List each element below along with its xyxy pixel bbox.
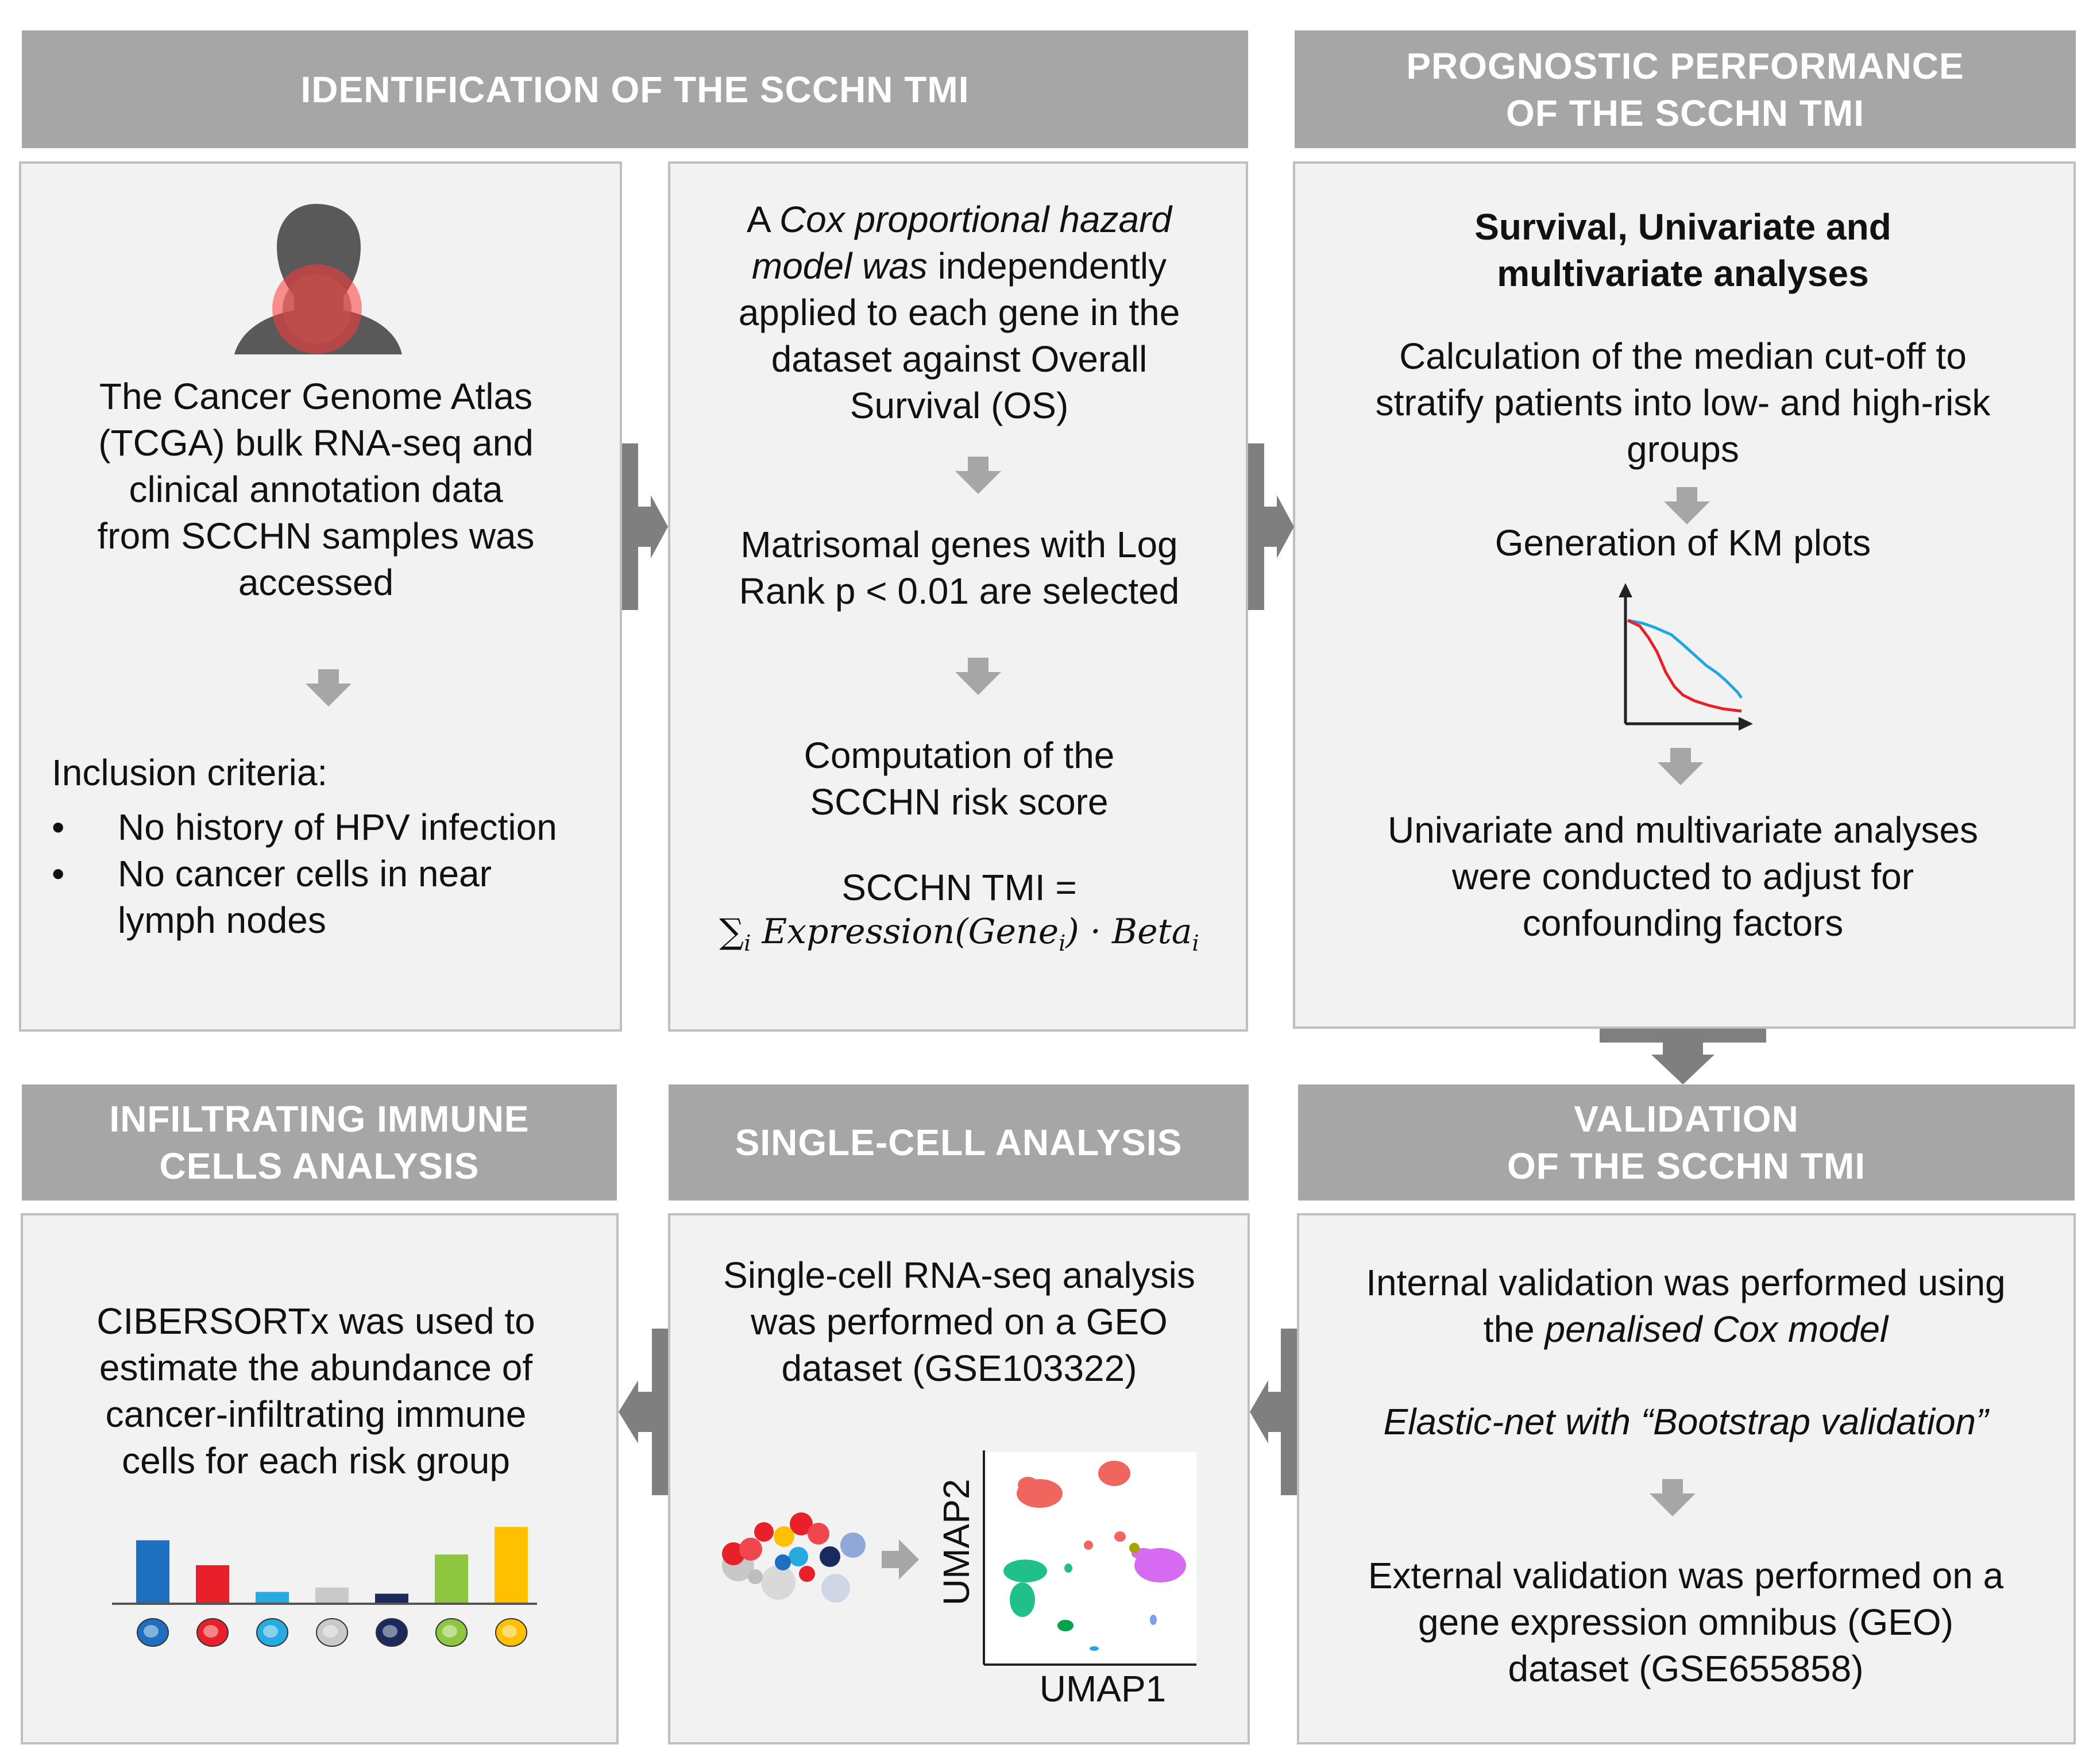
header-single-cell: SINGLE-CELL ANALYSIS xyxy=(669,1084,1249,1201)
single-cell-text: Single-cell RNA-seq analysis was perform… xyxy=(723,1255,1195,1389)
dendritic-cell-icon xyxy=(316,1618,348,1647)
box-validation xyxy=(1297,1213,2076,1744)
down-arrow-prog-1 xyxy=(1664,487,1710,524)
computation-text: Computation of the SCCHN risk score xyxy=(804,735,1115,823)
criteria-item-1: No history of HPV infection xyxy=(118,806,557,848)
formula-label: SCCHN TMI = xyxy=(841,867,1077,908)
tcga-text: The Cancer Genome Atlas (TCGA) bulk RNA-… xyxy=(97,376,535,603)
immune-bar xyxy=(196,1565,229,1603)
down-arrow-cox-2 xyxy=(955,658,1001,695)
immune-bar xyxy=(256,1592,289,1603)
b-cell-icon xyxy=(137,1618,169,1647)
selected-genes-text: Matrisomal genes with Log Rank p < 0.01 … xyxy=(739,524,1180,612)
criteria-title: Inclusion criteria: xyxy=(52,752,328,793)
prognostic-title: Survival, Univariate and multivariate an… xyxy=(1474,206,1891,294)
right-arrow-single xyxy=(882,1539,919,1580)
km-plot-icon xyxy=(1619,583,1753,731)
immune-text: CIBERSORTx was used to estimate the abun… xyxy=(96,1300,535,1481)
univariate-text: Univariate and multivariate analyses wer… xyxy=(1387,809,1979,944)
internal-validation-text: Internal validation was performed using … xyxy=(1366,1262,2006,1350)
connector-arrow-prognostic-to-validation xyxy=(1600,1029,1766,1084)
km-high-risk-curve xyxy=(1627,619,1742,713)
head-neck-tumor-icon xyxy=(234,204,402,354)
umap-plot xyxy=(983,1450,1196,1666)
t-cell-icon xyxy=(256,1618,288,1647)
criteria-item-2: No cancer cells in near lymph nodes xyxy=(118,853,492,941)
down-arrow-prog-2 xyxy=(1658,748,1704,785)
cox-text: A Cox proportional hazard model was inde… xyxy=(738,199,1180,426)
connector-arrow-cox-to-prognostic xyxy=(1248,443,1294,610)
header-immune: INFILTRATING IMMUNE CELLS ANALYSIS xyxy=(22,1084,617,1201)
header-prognostic: PROGNOSTIC PERFORMANCE OF THE SCCHN TMI xyxy=(1295,30,2076,148)
umap-x-label: UMAP1 xyxy=(1039,1668,1167,1709)
mast-cell-icon xyxy=(495,1618,527,1647)
median-text: Calculation of the median cut-off to str… xyxy=(1375,335,1991,470)
elastic-net-text: Elastic-net with “Bootstrap validation” xyxy=(1383,1401,1988,1442)
box-immune xyxy=(21,1213,619,1744)
red-cell-icon xyxy=(196,1618,229,1647)
km-text: Generation of KM plots xyxy=(1495,522,1871,563)
external-validation-text: External validation was performed on a g… xyxy=(1368,1555,2004,1689)
cell-cluster-icon xyxy=(722,1512,866,1603)
down-arrow-cox-1 xyxy=(955,457,1001,494)
connector-arrow-tcga-to-cox xyxy=(622,443,668,610)
km-low-risk-curve xyxy=(1627,619,1743,699)
macrophage-icon xyxy=(376,1618,408,1647)
criteria-bullet: • xyxy=(52,853,65,894)
down-arrow-validation xyxy=(1650,1479,1696,1516)
umap-y-label: UMAP2 xyxy=(936,1479,977,1606)
immune-bar-chart xyxy=(112,1527,537,1647)
immune-bar xyxy=(495,1527,528,1603)
down-arrow-tcga xyxy=(306,669,352,707)
box-cox xyxy=(668,161,1248,1032)
header-validation: VALIDATION OF THE SCCHN TMI xyxy=(1298,1084,2075,1201)
box-prognostic xyxy=(1293,161,2076,1029)
criteria-bullet: • xyxy=(52,806,65,848)
immune-bar xyxy=(315,1587,349,1603)
immune-bar xyxy=(136,1540,169,1603)
connector-arrow-single-to-immune xyxy=(619,1329,668,1495)
connector-arrow-validation-to-single xyxy=(1250,1329,1297,1495)
formula: ∑i Expression(Genei) · Betai xyxy=(719,912,1199,956)
immune-bar xyxy=(435,1554,468,1603)
nk-cell-icon xyxy=(435,1618,468,1647)
header-identification: IDENTIFICATION OF THE SCCHN TMI xyxy=(22,30,1248,148)
immune-bar xyxy=(375,1593,408,1603)
